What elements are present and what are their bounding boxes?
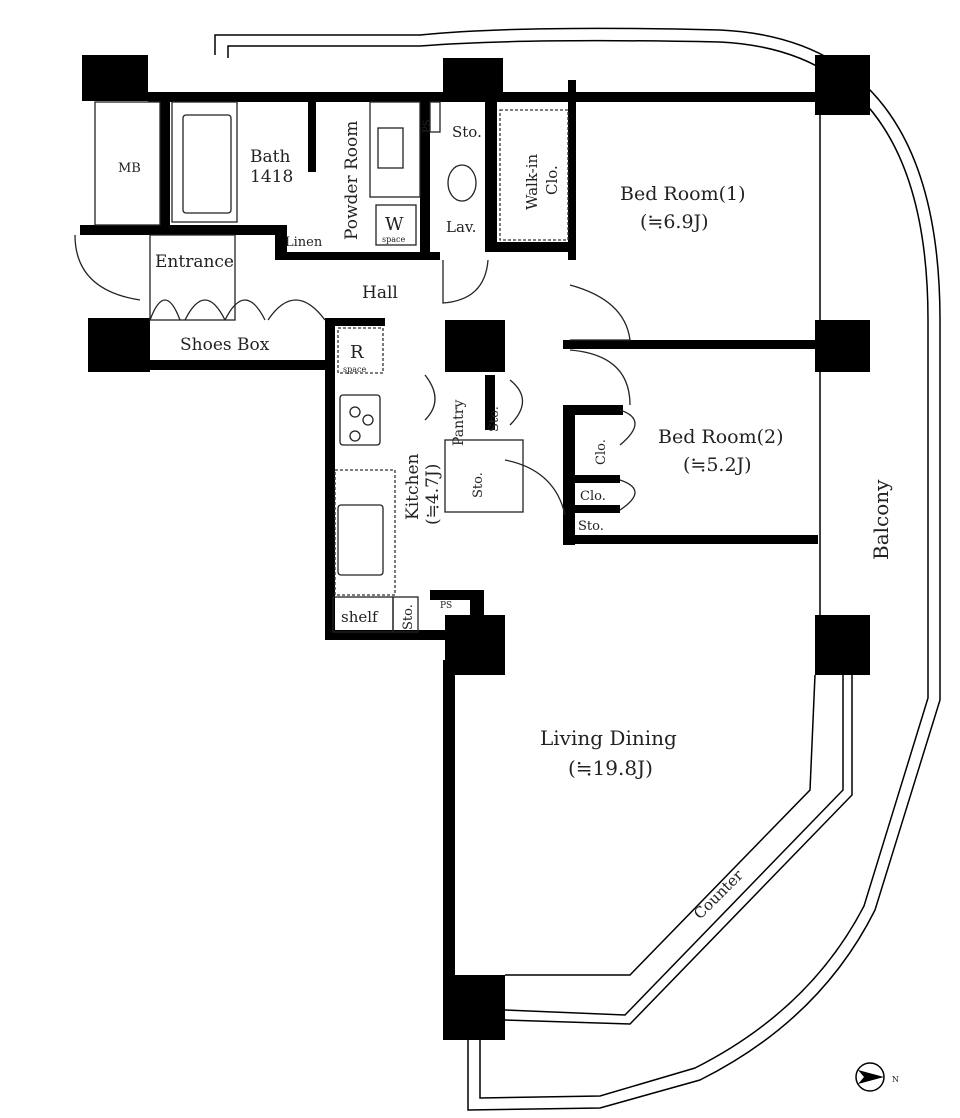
label-living-size: (≒19.8J) — [568, 756, 653, 780]
label-hall: Hall — [362, 283, 398, 303]
label-entrance: Entrance — [155, 252, 234, 272]
walls — [80, 80, 818, 990]
label-ps-kitchen: PS — [440, 601, 452, 611]
label-w-space-sub: space — [382, 235, 405, 244]
balcony-outline — [214, 27, 941, 1111]
label-bed1-size: (≒6.9J) — [640, 211, 709, 233]
balcony-inner-outline — [227, 39, 929, 1099]
washer-space — [375, 204, 417, 246]
fixtures — [74, 101, 636, 633]
label-w-space: W — [385, 214, 404, 235]
label-kitchen: Kitchen — [403, 454, 423, 520]
label-bed1: Bed Room(1) — [620, 183, 746, 205]
label-r-space: R — [350, 342, 364, 363]
label-bed2: Bed Room(2) — [658, 426, 784, 448]
structural-columns — [82, 55, 870, 1040]
label-sto-pantry: Sto. — [487, 406, 502, 432]
fridge-space — [337, 327, 384, 374]
label-balcony: Balcony — [869, 479, 893, 560]
label-clo-1: Clo. — [594, 439, 609, 465]
label-linen: Linen — [285, 235, 323, 250]
label-sto-top: Sto. — [452, 123, 482, 141]
living-window-line — [504, 675, 844, 1016]
label-bath: Bath — [250, 147, 290, 167]
living-inner-wall — [455, 674, 816, 991]
label-shoes-box: Shoes Box — [180, 335, 270, 355]
label-shelf: shelf — [341, 608, 379, 626]
label-sto-kitchen: Sto. — [401, 604, 416, 630]
label-sto-bed2: Sto. — [578, 519, 604, 534]
label-bed2-size: (≒5.2J) — [683, 454, 752, 476]
label-powder-room: Powder Room — [342, 121, 362, 240]
label-living: Living Dining — [540, 726, 677, 750]
label-bath-size: 1418 — [250, 167, 293, 187]
label-pantry: Pantry — [451, 400, 467, 446]
living-window-line-inner — [504, 675, 853, 1025]
label-r-space-sub: space — [343, 365, 366, 374]
label-walk-in-clo: Clo. — [543, 165, 561, 195]
label-lav: Lav. — [446, 218, 476, 236]
compass-label: N — [892, 1075, 899, 1084]
label-counter: Counter — [690, 866, 747, 923]
label-mb: MB — [118, 161, 141, 176]
label-walk-in: Walk-in — [523, 153, 541, 210]
label-sto-lower: Sto. — [471, 472, 486, 498]
label-kitchen-size: (≒4.7J) — [423, 464, 443, 525]
north-arrow-icon: N — [855, 1062, 899, 1092]
label-ps-top: PS — [422, 119, 433, 133]
label-clo-2: Clo. — [580, 489, 606, 504]
